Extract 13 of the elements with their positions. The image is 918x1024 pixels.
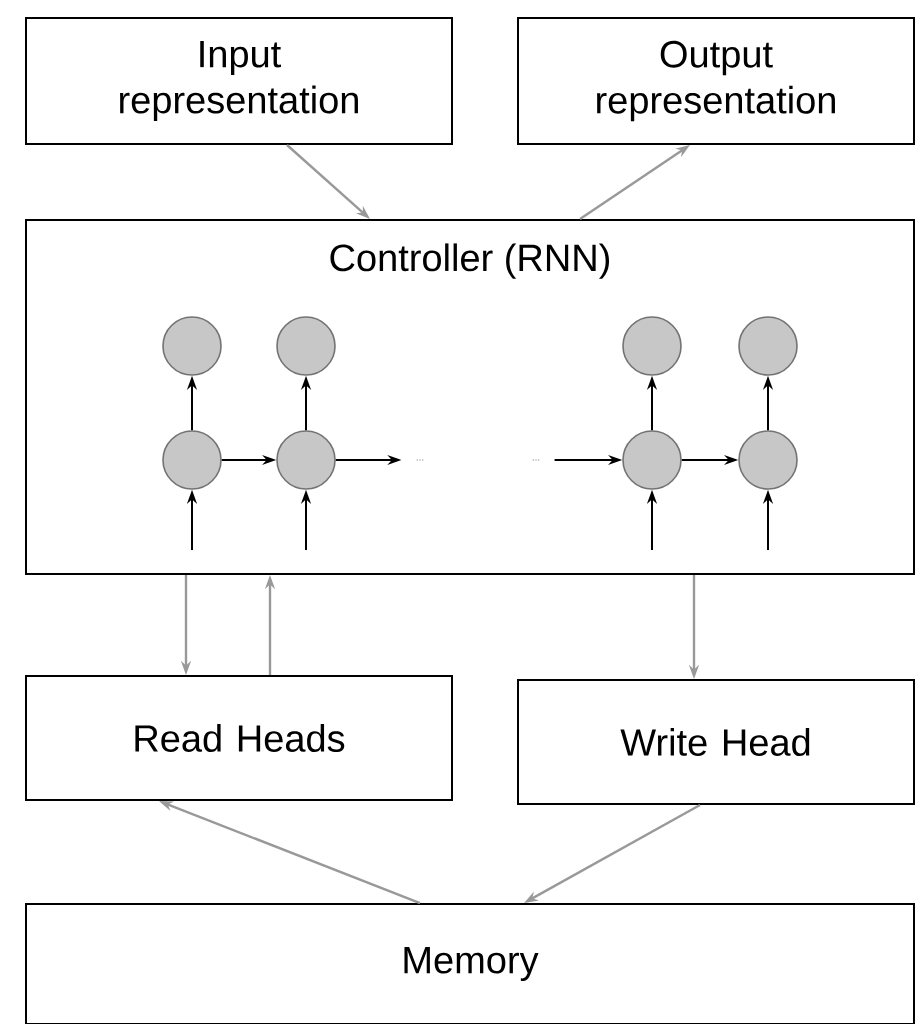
rnn-unit-circle [276, 316, 336, 376]
read-heads-box: Read Heads [25, 675, 453, 801]
rnn-unit-circle [738, 430, 798, 490]
rnn-unit-circle [622, 316, 682, 376]
memory-box: Memory [25, 903, 915, 1024]
rnn-unit-circle [738, 316, 798, 376]
rnn-unit-circle [276, 430, 336, 490]
input-box: Input representation [25, 17, 453, 145]
write-head-box: Write Head [517, 679, 915, 805]
rnn-unit-circle [162, 430, 222, 490]
output-box: Output representation [517, 17, 915, 145]
rnn-unit-circle [622, 430, 682, 490]
rnn-unit-circle [162, 316, 222, 376]
